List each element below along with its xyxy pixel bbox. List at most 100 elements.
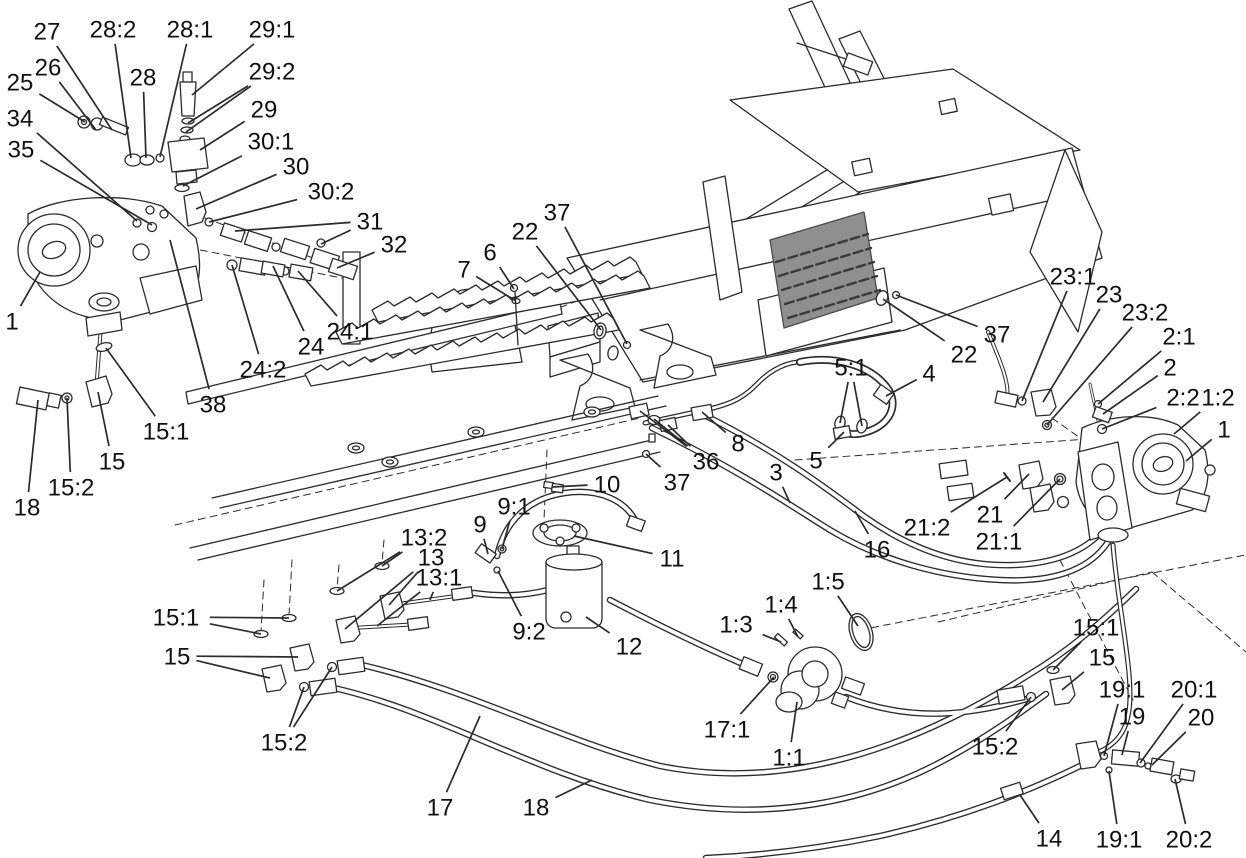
callout-38: 38	[169, 239, 227, 419]
callout-20-2: 20:2	[1166, 778, 1212, 854]
callout-label: 30	[283, 154, 310, 181]
leader-line	[1003, 473, 1030, 500]
callout-label: 21:1	[976, 529, 1023, 556]
callout-13-1: 13:1	[376, 565, 462, 627]
callout-2-2: 2:2	[1101, 385, 1200, 430]
leader-line	[195, 173, 277, 210]
callout-label: 9	[473, 512, 486, 539]
leader-line	[114, 43, 132, 159]
leader-line	[585, 616, 611, 634]
callout-19-1: 19:1	[1099, 677, 1145, 757]
leader-line	[1121, 730, 1130, 756]
callout-1: 1	[5, 271, 41, 336]
callout-30-2: 30:2	[208, 179, 355, 223]
leader-line	[653, 418, 689, 447]
callout-19: 19	[1119, 704, 1145, 756]
leader-line	[1097, 350, 1162, 405]
callout-11: 11	[573, 535, 685, 573]
callout-label: 15:2	[972, 734, 1019, 761]
callout-label: 1:2	[1201, 385, 1234, 412]
pump-right	[1075, 415, 1216, 543]
callout-27: 27	[34, 19, 113, 131]
callout-label: 29:2	[249, 59, 296, 86]
callout-label: 38	[200, 392, 227, 419]
callout-9-1: 9:1	[497, 494, 531, 550]
callout-label: 24:1	[327, 319, 374, 346]
leader-line	[639, 410, 688, 447]
leader-line	[182, 155, 243, 187]
leader-line	[885, 378, 918, 397]
leader-line	[790, 701, 798, 743]
leader-line	[837, 595, 859, 627]
callout-30: 30	[195, 154, 310, 210]
callout-17-1: 17:1	[704, 676, 775, 744]
leader-line	[1151, 731, 1187, 766]
leader-line	[58, 81, 97, 131]
callout-label: 3	[769, 460, 782, 487]
leader-line	[209, 622, 262, 635]
wheel-motor	[738, 612, 874, 713]
callout-12: 12	[585, 616, 643, 661]
callout-label: 27	[34, 19, 61, 46]
leader-line	[272, 265, 305, 332]
callout-7: 7	[457, 257, 517, 302]
callout-label: 29	[251, 97, 278, 124]
callout-label: 1:3	[719, 612, 752, 639]
callout-26: 26	[35, 55, 97, 131]
leader-line	[1101, 406, 1157, 430]
callout-label: 30:2	[308, 179, 355, 206]
leader-line	[1012, 478, 1061, 527]
leader-line	[1021, 290, 1068, 402]
callout-28-1: 28:1	[159, 17, 214, 158]
callout-28-2: 28:2	[90, 17, 136, 159]
callout-10: 10	[551, 472, 620, 499]
callout-label: 15:1	[153, 605, 200, 632]
callout-label: 15:2	[48, 475, 95, 502]
callout-label: 37	[664, 470, 691, 497]
leader-line	[1139, 703, 1184, 764]
leader-line	[645, 453, 662, 468]
callout-37: 37	[895, 294, 1010, 349]
leader-line	[196, 655, 299, 658]
callout-label: 26	[35, 55, 62, 82]
leader-line	[19, 271, 41, 307]
callout-label: 19:1	[1096, 827, 1143, 854]
callout-15-1: 15:1	[153, 605, 290, 635]
callout-24: 24	[272, 265, 324, 361]
callout-24-1: 24:1	[297, 270, 374, 346]
leader-line	[388, 571, 419, 606]
callout-label: 1:4	[764, 592, 797, 619]
callout-31: 31	[234, 209, 383, 245]
leader-line	[185, 85, 252, 133]
callout-1-4: 1:4	[764, 592, 799, 638]
callout-label: 11	[660, 546, 685, 573]
callout-label: 28:1	[167, 17, 214, 44]
hoses	[330, 355, 1140, 858]
leader-line	[501, 520, 511, 550]
oil-cooler	[769, 211, 882, 329]
leader-line	[555, 779, 593, 799]
leader-line	[320, 229, 351, 245]
callout-20-1: 20:1	[1139, 677, 1217, 764]
leader-line	[292, 666, 333, 728]
leader-line	[297, 270, 338, 317]
callout-1-3: 1:3	[719, 612, 782, 643]
callout-label: 12	[616, 634, 643, 661]
callout-1-5: 1:5	[811, 569, 859, 627]
callout-15-1: 15:1	[1052, 615, 1119, 671]
callout-3: 3	[769, 460, 791, 504]
leader-line	[535, 245, 602, 331]
leader-line	[234, 221, 351, 232]
callout-28: 28	[130, 65, 156, 159]
callout-1-1: 1:1	[772, 701, 806, 772]
callout-15-2: 15:2	[972, 696, 1032, 761]
callout-22: 22	[512, 219, 602, 331]
leader-line	[1019, 794, 1040, 824]
callout-label: 14	[1036, 826, 1063, 853]
leader-line	[1005, 696, 1032, 732]
callout-label: 5:1	[834, 355, 867, 382]
callout-label: 20	[1188, 705, 1215, 732]
callout-label: 1	[1217, 417, 1230, 444]
